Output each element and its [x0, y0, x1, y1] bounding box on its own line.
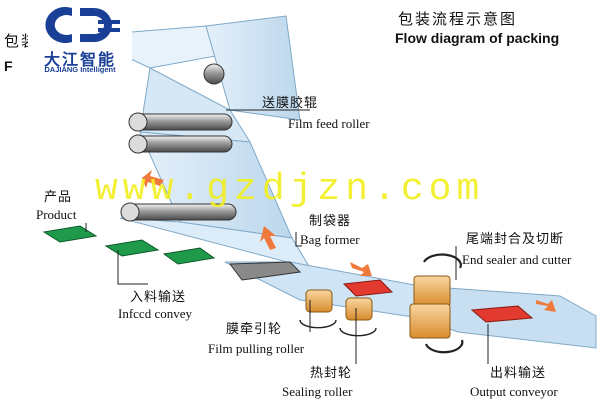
infeed-products [42, 225, 216, 265]
label-infeed-en: Infccd convey [118, 306, 192, 321]
label-output-cn: 出料输送 [490, 366, 547, 381]
title-cn: 包装流程示意图 [398, 10, 518, 28]
pulling-rollers [299, 289, 377, 337]
label-infeed-cn: 入料输送 [130, 290, 187, 305]
label-output-en: Output conveyor [470, 384, 558, 399]
label-bag-former-cn: 制袋器 [309, 214, 352, 229]
label-bag-former-en: Bag former [300, 232, 360, 247]
title-en: Flow diagram of packing [395, 30, 560, 46]
watermark-url: www.gzdjzn.com [95, 168, 485, 211]
label-film-pulling-en: Film pulling roller [208, 341, 305, 356]
label-product-cn: 产品 [44, 190, 73, 205]
label-film-feed-roller-cn: 送膜胶辊 [262, 96, 319, 111]
label-film-feed-roller-en: Film feed roller [288, 116, 370, 131]
bag-former-plate [229, 261, 302, 281]
sealing-package [342, 279, 394, 297]
logo-subtitle: DAJIANG Intelligent [44, 65, 116, 74]
clipped-title-en: F [4, 58, 13, 74]
flow-arrows [142, 170, 556, 312]
logo-name: 大江智能 [43, 50, 116, 69]
label-product-en: Product [36, 207, 77, 222]
label-film-pulling-cn: 膜牵引轮 [226, 322, 283, 337]
end-sealer-cutter [409, 253, 464, 354]
output-package [470, 305, 534, 323]
label-sealing-roller-cn: 热封轮 [310, 366, 353, 381]
label-sealing-roller-en: Sealing roller [282, 384, 353, 399]
label-end-sealer-cn: 尾端封合及切断 [466, 232, 565, 247]
company-logo: 大江智能 DAJIANG Intelligent [28, 2, 132, 76]
logo-mark-icon [34, 4, 126, 44]
film-feed-rollers [120, 63, 237, 222]
label-end-sealer-en: End sealer and cutter [462, 252, 572, 267]
leader-lines [85, 109, 489, 364]
